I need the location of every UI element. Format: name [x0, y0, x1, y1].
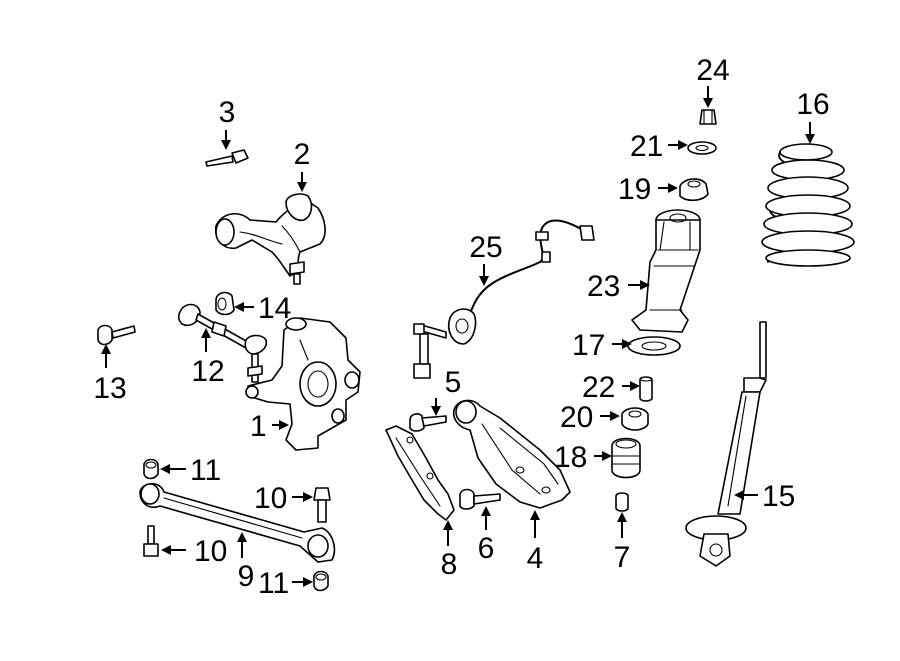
callout-1: 1 — [250, 410, 267, 443]
part-12-tie-rod[interactable] — [177, 303, 268, 383]
callout-24: 24 — [696, 54, 729, 87]
part-11-nut-lower[interactable] — [313, 570, 329, 592]
callout-15: 15 — [762, 480, 795, 513]
callout-25: 25 — [469, 231, 502, 264]
part-2-upper-control-arm[interactable] — [214, 193, 326, 285]
part-8-shield[interactable] — [385, 425, 455, 521]
callout-18: 18 — [554, 441, 587, 474]
part-21-washer[interactable] — [687, 141, 717, 155]
part-1-steering-knuckle[interactable] — [245, 317, 361, 451]
part-10-bolt-lower[interactable] — [143, 525, 159, 557]
callout-9: 9 — [238, 560, 255, 593]
callout-11-lower: 11 — [258, 567, 289, 600]
part-11-nut-upper[interactable] — [143, 458, 159, 480]
part-20-mount[interactable] — [621, 407, 649, 431]
callout-17: 17 — [572, 329, 605, 362]
callout-16: 16 — [796, 88, 829, 121]
part-14-bushing[interactable] — [215, 291, 235, 316]
callout-7: 7 — [614, 541, 631, 574]
part-24-nut[interactable] — [699, 109, 717, 125]
callout-2: 2 — [294, 138, 311, 171]
callout-20: 20 — [560, 401, 593, 434]
callout-10-upper: 10 — [254, 482, 287, 515]
part-19-upper-mount[interactable] — [679, 178, 709, 202]
part-22-bumper[interactable] — [639, 376, 653, 402]
callout-5: 5 — [445, 366, 462, 399]
part-13-bolt[interactable] — [97, 324, 136, 346]
part-3-bolt[interactable] — [205, 149, 249, 167]
callout-23: 23 — [587, 270, 620, 303]
callout-8: 8 — [441, 548, 458, 581]
callout-22: 22 — [582, 371, 615, 404]
part-17-washer[interactable] — [627, 336, 681, 356]
part-10-bolt-upper[interactable] — [313, 487, 331, 523]
part-7-stop[interactable] — [615, 492, 629, 512]
callout-21: 21 — [630, 130, 663, 163]
part-4-lower-control-arm[interactable] — [452, 399, 571, 509]
part-15-shock-absorber[interactable] — [685, 321, 767, 567]
part-18-jounce-bumper[interactable] — [611, 437, 641, 479]
part-6-bolt[interactable] — [459, 488, 501, 510]
part-16-coil-spring[interactable] — [761, 143, 855, 267]
callout-19: 19 — [618, 173, 651, 206]
callout-labels: 1 2 3 4 5 6 7 8 9 10 10 11 11 12 13 14 1… — [93, 54, 829, 600]
callout-4: 4 — [527, 542, 544, 575]
callout-11-upper: 11 — [190, 454, 221, 487]
callout-leaders — [101, 86, 815, 587]
part-5-bolt[interactable] — [409, 413, 447, 432]
part-9-lateral-link[interactable] — [139, 482, 336, 563]
part-23-air-strut[interactable] — [631, 209, 701, 333]
callout-13: 13 — [93, 372, 126, 405]
callout-10-lower: 10 — [194, 535, 227, 568]
callout-6: 6 — [478, 532, 495, 565]
callout-12: 12 — [191, 355, 224, 388]
part-25-abs-sensor[interactable] — [413, 219, 595, 379]
callout-3: 3 — [219, 96, 236, 129]
callout-14: 14 — [258, 292, 291, 325]
